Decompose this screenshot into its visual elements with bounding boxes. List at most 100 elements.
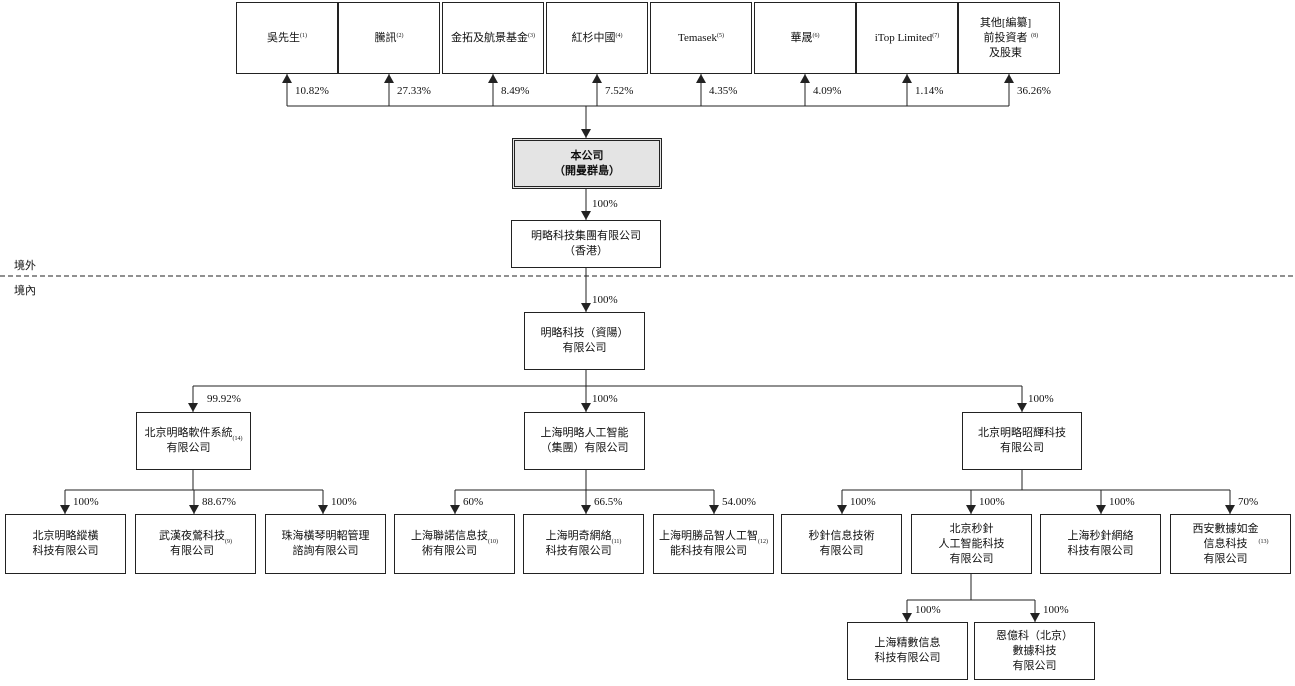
ownership-percentage: 4.09% [813, 85, 842, 97]
arrow-head [800, 74, 810, 83]
entity-name: 上海明奇網絡 科技有限公司 [545, 530, 612, 557]
arrow-head [581, 403, 591, 412]
arrow-head [1096, 505, 1106, 514]
arrow-head [1030, 613, 1040, 622]
arrow-head [450, 505, 460, 514]
ownership-percentage: 60% [463, 496, 484, 508]
onshore-label: 境內 [14, 285, 36, 297]
subsidiary-box: 北京秒針 人工智能科技 有限公司 [911, 514, 1032, 574]
footnote-ref: (3) [528, 32, 535, 39]
shareholder-box: Temasek(5) [650, 2, 752, 74]
subsidiary-box: 北京明略昭輝科技 有限公司 [962, 412, 1082, 470]
subsidiary-box: 西安數據如金 信息科技 有限公司(13) [1170, 514, 1291, 574]
ownership-percentage: 10.82% [295, 85, 329, 97]
footnote-ref: (12) [758, 538, 768, 545]
footnote-ref: (9) [225, 538, 232, 545]
subsidiary-box: 上海精數信息 科技有限公司 [847, 622, 968, 680]
subsidiary-box: 珠海橫琴明軺管理 諮詢有限公司 [265, 514, 386, 574]
entity-name: 秒針信息技術 有限公司 [808, 530, 875, 557]
footnote-ref: (14) [232, 435, 243, 442]
ownership-percentage: 1.14% [915, 85, 944, 97]
footnote-ref: (10) [488, 538, 498, 545]
ownership-percentage: 27.33% [397, 85, 431, 97]
footnote-ref: (13) [1258, 538, 1269, 545]
ownership-percentage: 100% [592, 198, 618, 210]
footnote-ref: (1) [300, 32, 307, 39]
arrow-head [581, 505, 591, 514]
footnote-ref: (7) [932, 32, 940, 39]
footnote-ref: (8) [1031, 32, 1039, 39]
entity-name: 金拓及航景基金 [451, 31, 528, 44]
entity-name: 上海明略人工智能 （集團）有限公司 [540, 427, 629, 454]
entity-name: 騰訊 [374, 31, 397, 44]
entity-name: 華晟 [790, 31, 813, 44]
ownership-percentage: 36.26% [1017, 85, 1051, 97]
ownership-percentage: 100% [850, 496, 876, 508]
subsidiary-box: 上海明勝品智人工智 能科技有限公司(12) [653, 514, 774, 574]
entity-name: 北京明略昭輝科技 有限公司 [978, 427, 1066, 454]
entity-name: 其他[編纂] 前投資者 及股東 [979, 16, 1032, 59]
arrow-head [696, 74, 706, 83]
ownership-percentage: 100% [592, 393, 618, 405]
ownership-percentage: 66.5% [594, 496, 623, 508]
entity-name: 恩億科（北京） 數據科技 有限公司 [996, 629, 1073, 672]
entity-name: 上海聯諾信息技 術有限公司 [411, 530, 488, 557]
entity-name: 上海秒針網絡 科技有限公司 [1067, 530, 1134, 557]
shareholder-box: iTop Limited(7) [856, 2, 958, 74]
ownership-percentage: 100% [1109, 496, 1135, 508]
arrow-head [1004, 74, 1014, 83]
arrow-head [384, 74, 394, 83]
entity-name: 本公司 （開曼群島） [554, 149, 620, 177]
shareholder-box: 紅杉中國(4) [546, 2, 648, 74]
arrow-head [581, 211, 591, 220]
ownership-percentage: 4.35% [709, 85, 738, 97]
entity-name: 北京秒針 人工智能科技 有限公司 [938, 522, 1005, 565]
shareholder-box: 吳先生(1) [236, 2, 338, 74]
subsidiary-box: 上海秒針網絡 科技有限公司 [1040, 514, 1161, 574]
ownership-percentage: 100% [592, 294, 618, 306]
ownership-percentage: 100% [915, 604, 941, 616]
ziyang-company-box: 明略科技（資陽） 有限公司 [524, 312, 645, 370]
entity-name: Temasek [678, 31, 717, 44]
subsidiary-box: 北京明略縱橫 科技有限公司 [5, 514, 126, 574]
entity-name: 西安數據如金 信息科技 有限公司 [1192, 522, 1259, 565]
ownership-percentage: 100% [331, 496, 357, 508]
footnote-ref: (4) [615, 32, 623, 39]
shareholder-box: 金拓及航景基金(3) [442, 2, 544, 74]
arrow-head [488, 74, 498, 83]
arrow-head [1225, 505, 1235, 514]
subsidiary-box: 北京明略軟件系統 有限公司(14) [136, 412, 251, 470]
footnote-ref: (6) [812, 32, 820, 39]
offshore-label: 境外 [14, 260, 36, 272]
entity-name: 明略科技集團有限公司 （香港） [531, 230, 641, 257]
arrow-head [282, 74, 292, 83]
arrow-head [709, 505, 719, 514]
ownership-percentage: 100% [1028, 393, 1054, 405]
arrow-head [581, 303, 591, 312]
ownership-percentage: 54.00% [722, 496, 756, 508]
entity-name: 北京明略軟件系統 有限公司 [144, 427, 233, 454]
shareholder-box: 騰訊(2) [338, 2, 440, 74]
shareholder-box: 其他[編纂] 前投資者 及股東(8) [958, 2, 1060, 74]
entity-name: 上海明勝品智人工智 能科技有限公司 [659, 530, 758, 557]
arrow-head [581, 129, 591, 138]
entity-name: 上海精數信息 科技有限公司 [874, 637, 941, 664]
ownership-percentage: 100% [979, 496, 1005, 508]
entity-name: 武漢夜鶯科技 有限公司 [159, 530, 225, 557]
ownership-percentage: 99.92% [207, 393, 241, 405]
subsidiary-box: 秒針信息技術 有限公司 [781, 514, 902, 574]
arrow-head [902, 613, 912, 622]
footnote-ref: (2) [396, 32, 404, 39]
subsidiary-box: 恩億科（北京） 數據科技 有限公司 [974, 622, 1095, 680]
arrow-head [902, 74, 912, 83]
entity-name: 北京明略縱橫 科技有限公司 [32, 530, 99, 557]
arrow-head [592, 74, 602, 83]
ownership-percentage: 8.49% [501, 85, 530, 97]
company-box: 本公司 （開曼群島） [512, 138, 662, 189]
arrow-head [1017, 403, 1027, 412]
subsidiary-box: 武漢夜鶯科技 有限公司(9) [135, 514, 256, 574]
entity-name: 明略科技（資陽） 有限公司 [540, 327, 629, 354]
ownership-percentage: 7.52% [605, 85, 634, 97]
ownership-percentage: 100% [1043, 604, 1069, 616]
